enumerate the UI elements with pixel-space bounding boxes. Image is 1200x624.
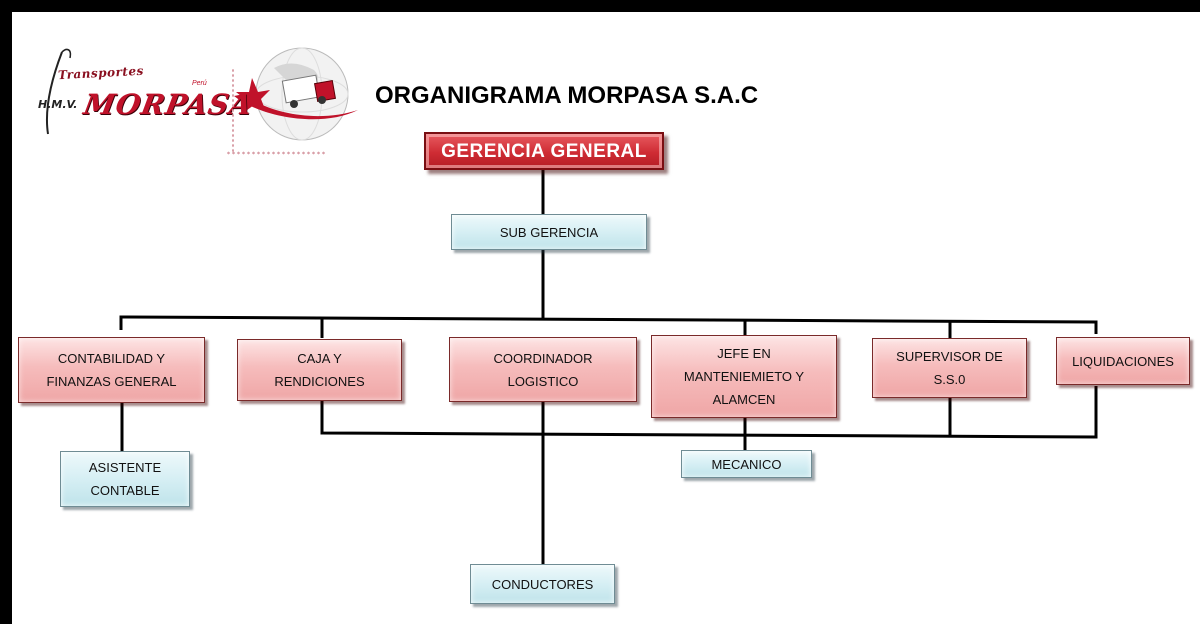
node-mecanico: MECANICO xyxy=(681,450,812,478)
node-jefe: JEFE EN MANTENIEMIETO Y ALAMCEN xyxy=(651,335,837,418)
company-logo: Transportes Perú H.M.V. MORPASA xyxy=(22,38,362,156)
logo-dotted-border xyxy=(232,68,234,152)
logo-country: Perú xyxy=(192,80,207,87)
node-gerencia-general: GERENCIA GENERAL xyxy=(424,132,664,170)
org-chart-page: Transportes Perú H.M.V. MORPASA ORGANIGR… xyxy=(12,12,1200,624)
node-caja: CAJA Y RENDICIONES xyxy=(237,339,402,401)
node-sub-gerencia: SUB GERENCIA xyxy=(451,214,647,250)
page-title: ORGANIGRAMA MORPASA S.A.C xyxy=(375,82,759,109)
node-liquidaciones: LIQUIDACIONES xyxy=(1056,337,1190,385)
node-contabilidad: CONTABILIDAD Y FINANZAS GENERAL xyxy=(18,337,205,403)
connector-top-bus xyxy=(119,315,1098,334)
connector-bottom-bus xyxy=(320,386,1098,439)
node-conductores: CONDUCTORES xyxy=(470,564,615,604)
node-coordinador: COORDINADOR LOGISTICO xyxy=(449,337,637,402)
logo-graphic xyxy=(45,47,358,141)
connector-lines xyxy=(119,170,1098,564)
logo-initials: H.M.V. xyxy=(38,98,78,111)
logo-dotted-underline xyxy=(226,150,326,156)
node-asistente: ASISTENTE CONTABLE xyxy=(60,451,190,507)
node-supervisor: SUPERVISOR DE S.S.0 xyxy=(872,338,1027,398)
